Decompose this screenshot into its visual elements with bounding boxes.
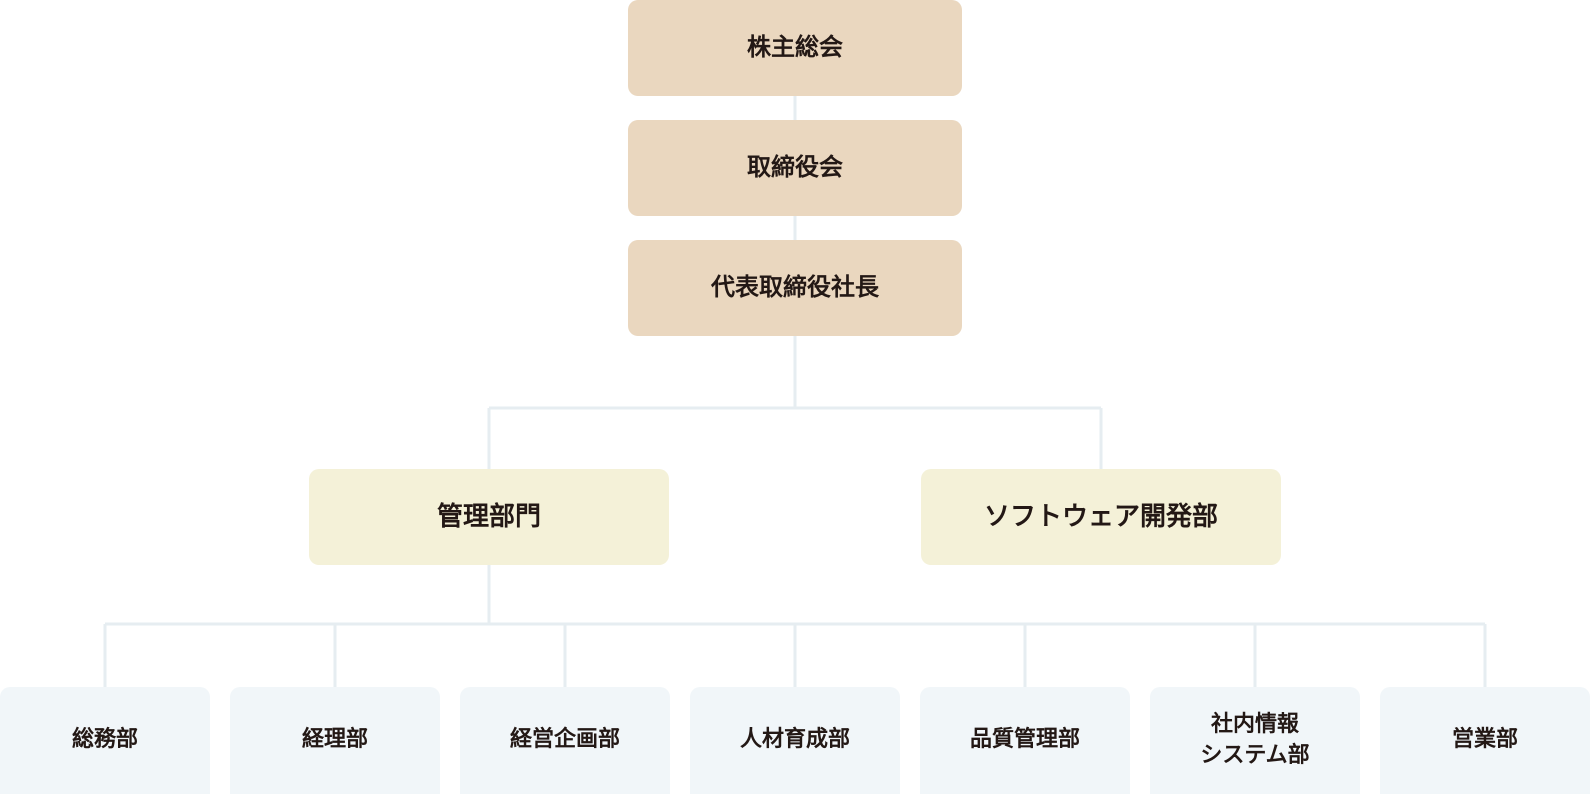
department-label: 経理部: [301, 727, 368, 753]
department-label: 人材育成部: [739, 727, 850, 753]
admin-division-label: 管理部門: [436, 501, 541, 532]
department-box-hr-development: 人材育成部: [690, 687, 900, 794]
department-label: 営業部: [1451, 727, 1518, 753]
board-of-directors-label: 取締役会: [747, 153, 843, 182]
shareholders-meeting-label: 株主総会: [747, 33, 843, 62]
department-box-corporate-planning: 経営企画部: [460, 687, 670, 794]
admin-division-box: 管理部門: [309, 469, 669, 565]
shareholders-meeting-box: 株主総会: [628, 0, 962, 96]
department-box-general-affairs: 総務部: [0, 687, 210, 794]
department-label: 品質管理部: [969, 727, 1080, 753]
department-box-sales: 営業部: [1380, 687, 1590, 794]
president-box: 代表取締役社長: [628, 240, 962, 336]
department-box-internal-it: 社内情報 システム部: [1150, 687, 1360, 794]
board-of-directors-box: 取締役会: [628, 120, 962, 216]
department-label: 総務部: [71, 727, 138, 753]
department-label: 社内情報 システム部: [1200, 711, 1310, 768]
software-division-label: ソフトウェア開発部: [983, 501, 1218, 532]
department-box-accounting: 経理部: [230, 687, 440, 794]
department-box-quality-control: 品質管理部: [920, 687, 1130, 794]
department-label: 経営企画部: [509, 727, 620, 753]
president-label: 代表取締役社長: [711, 273, 879, 302]
software-division-box: ソフトウェア開発部: [921, 469, 1281, 565]
